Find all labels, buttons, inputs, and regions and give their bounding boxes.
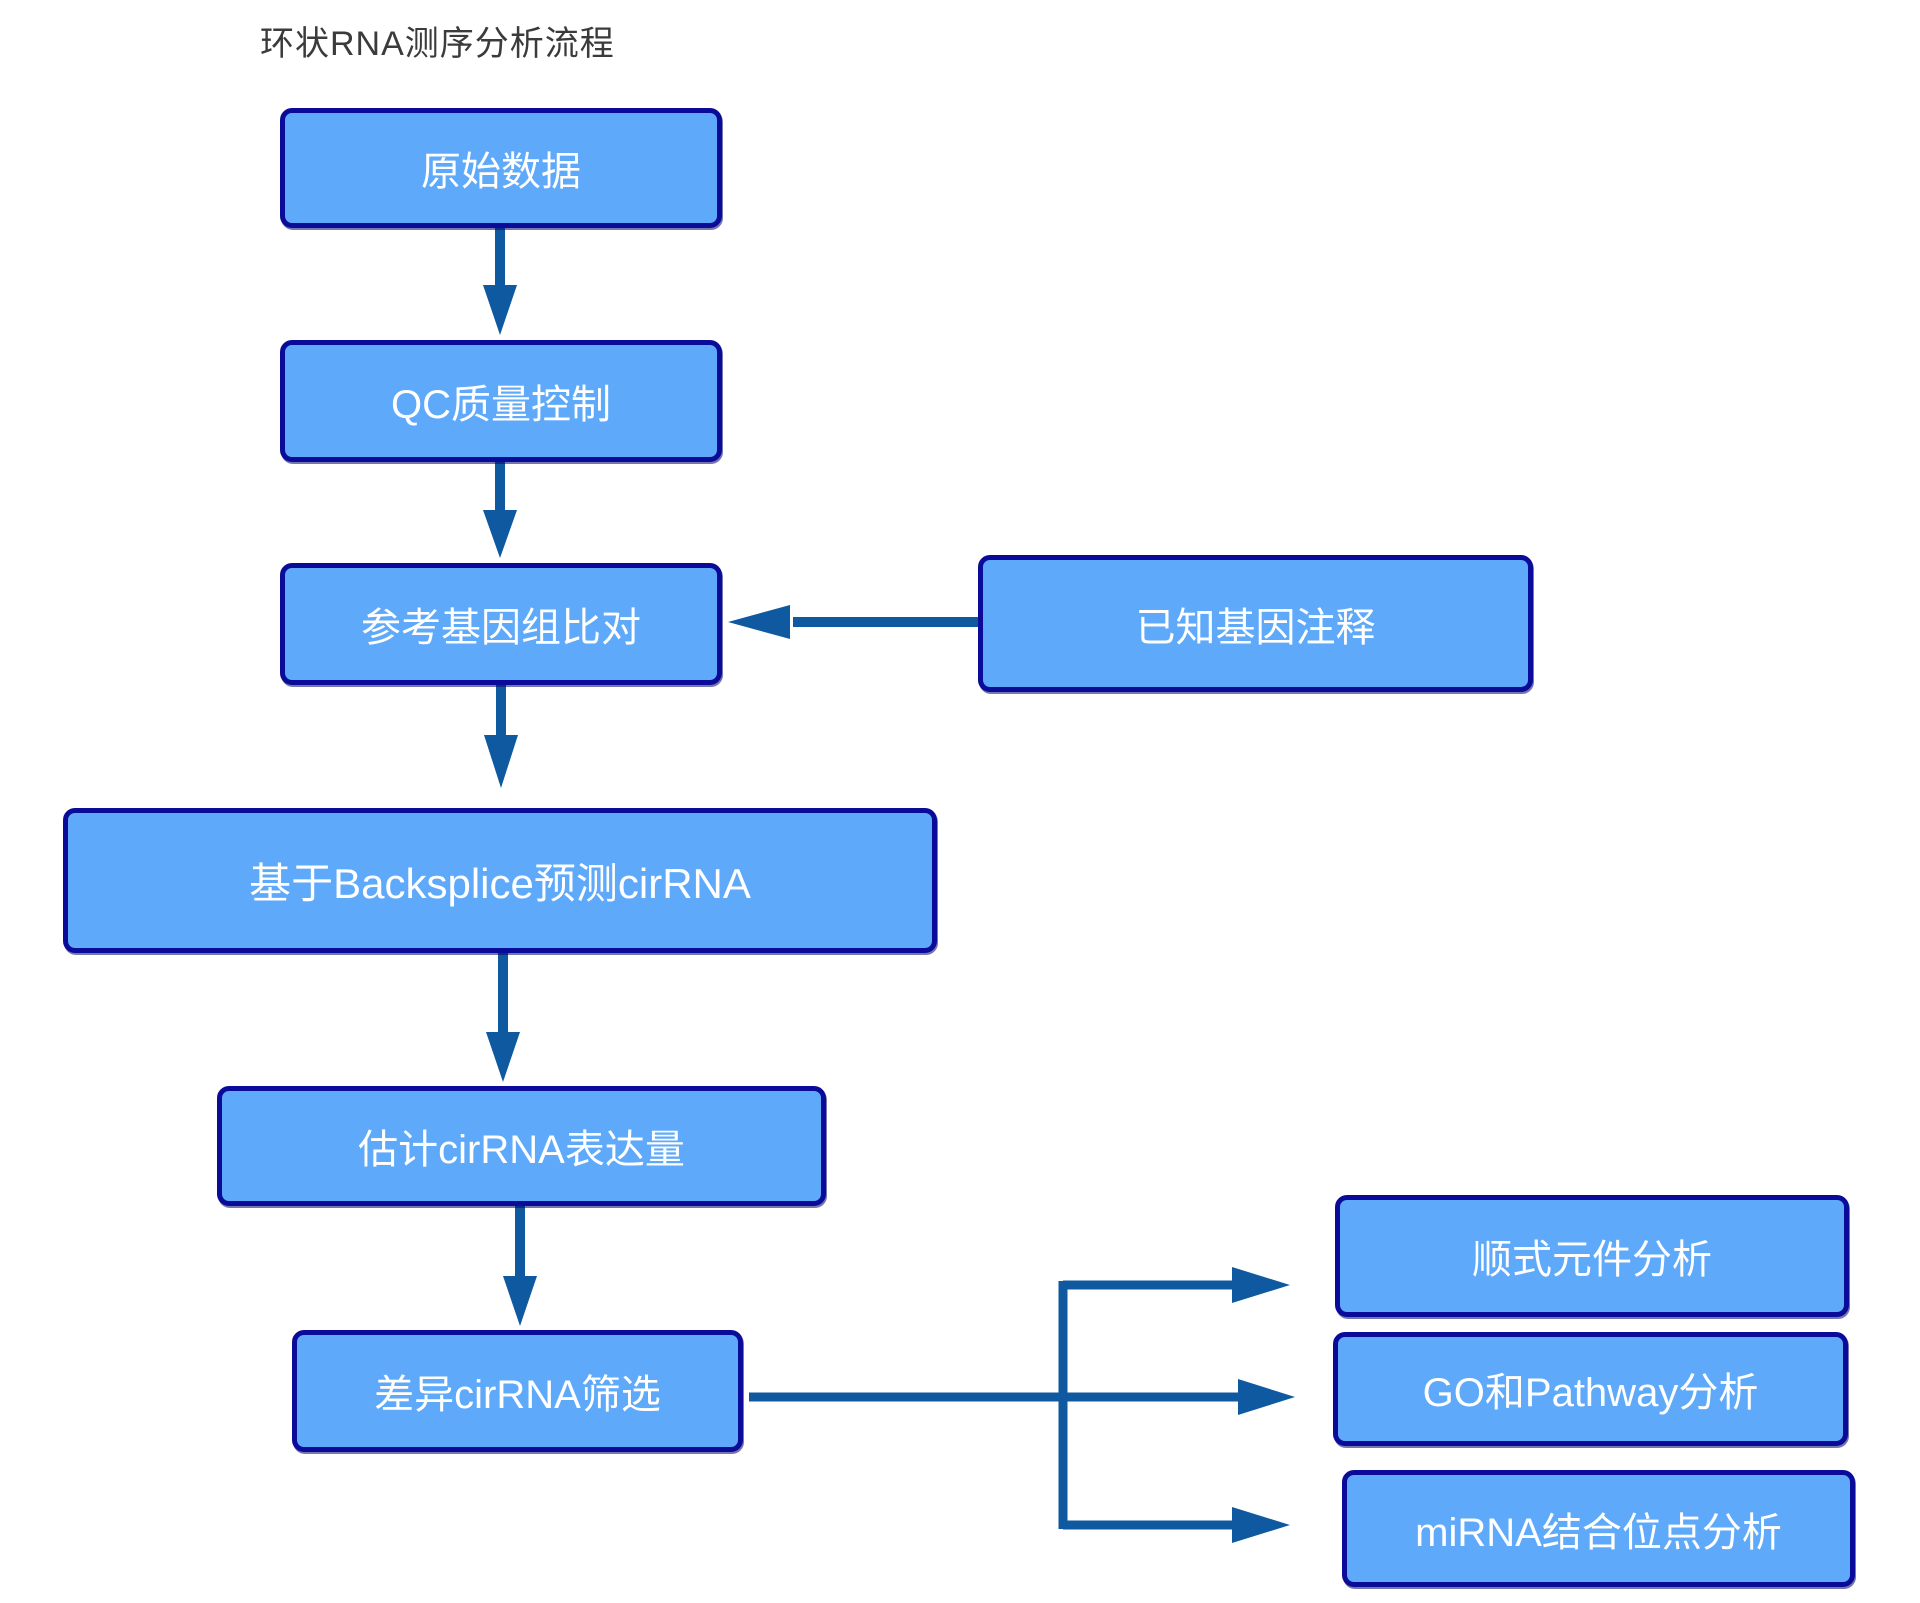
node-qc-control: QC质量控制 bbox=[280, 340, 722, 462]
arrow-diff-to-go-pathway bbox=[749, 1379, 1295, 1415]
arrow-branch-to-cis bbox=[1063, 1267, 1290, 1303]
arrow-raw-to-qc bbox=[483, 228, 517, 335]
arrow-align-to-backsplice bbox=[484, 685, 518, 788]
arrow-qc-to-align bbox=[483, 462, 517, 558]
node-ref-genome-align: 参考基因组比对 bbox=[280, 563, 722, 685]
arrow-backsplice-to-expression bbox=[486, 953, 520, 1082]
arrow-branch-to-mirna bbox=[1063, 1507, 1290, 1543]
node-known-gene-annotation: 已知基因注释 bbox=[978, 555, 1533, 692]
arrow-expression-to-diff bbox=[503, 1206, 537, 1326]
node-backsplice-predict: 基于Backsplice预测cirRNA bbox=[63, 808, 937, 953]
node-cis-element-analysis: 顺式元件分析 bbox=[1335, 1195, 1849, 1317]
node-expression-estimate: 估计cirRNA表达量 bbox=[217, 1086, 826, 1206]
node-raw-data: 原始数据 bbox=[280, 108, 722, 228]
diagram-title: 环状RNA测序分析流程 bbox=[260, 25, 615, 63]
node-go-pathway-analysis: GO和Pathway分析 bbox=[1333, 1332, 1848, 1446]
node-mirna-binding-analysis: miRNA结合位点分析 bbox=[1342, 1470, 1855, 1587]
arrow-annotation-to-align bbox=[728, 605, 978, 639]
node-diff-screen: 差异cirRNA筛选 bbox=[292, 1330, 743, 1452]
